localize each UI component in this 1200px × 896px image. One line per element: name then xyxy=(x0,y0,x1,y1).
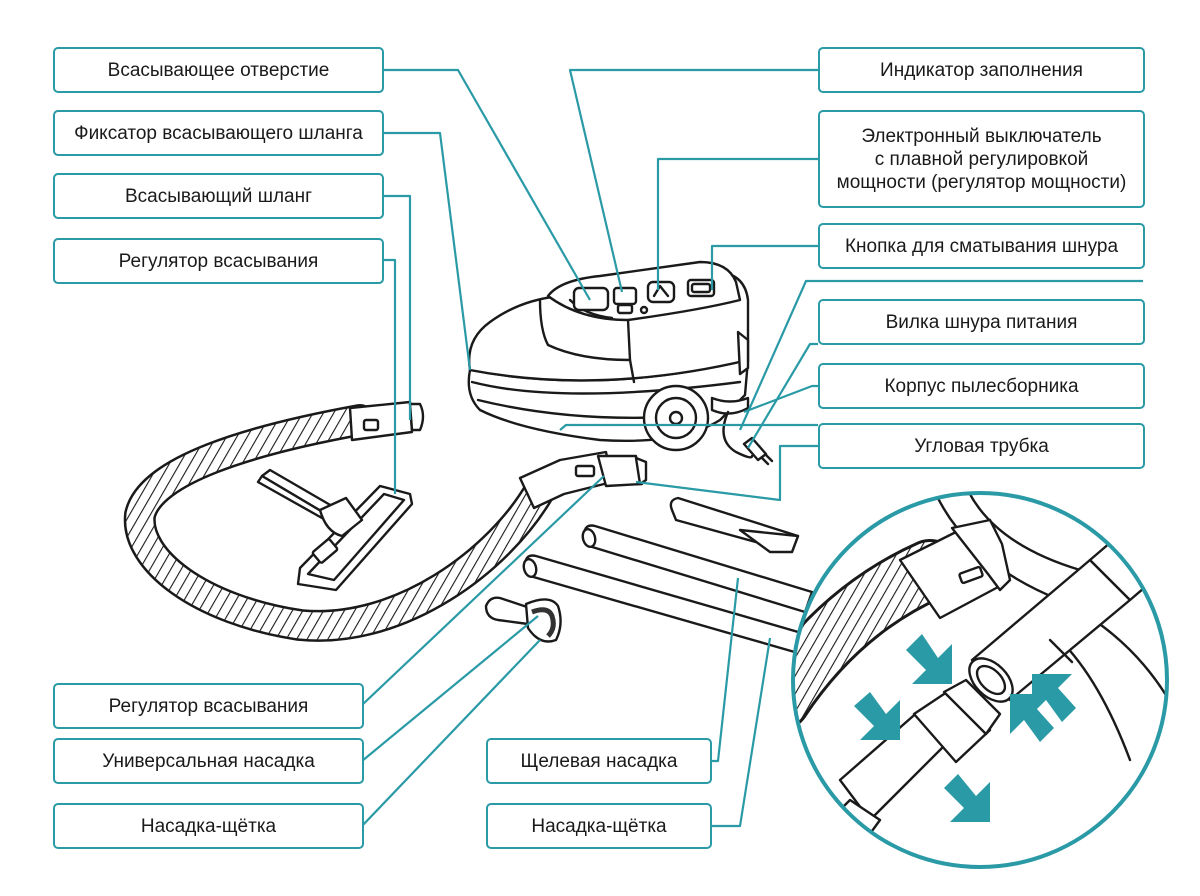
label-power-plug: Вилка шнура питания xyxy=(818,299,1145,345)
label-body: Корпус пылесборника xyxy=(818,363,1145,409)
label-suction-regulator-top: Регулятор всасывания xyxy=(53,238,384,284)
label-suction-hose: Всасывающий шланг xyxy=(53,173,384,219)
label-brush-nozzle-right: Насадка-щётка xyxy=(486,803,712,849)
label-cord-rewind-button: Кнопка для сматывания шнура xyxy=(818,223,1145,269)
crevice-nozzle-drawing xyxy=(669,496,800,554)
label-suction-regulator-bottom: Регулятор всасывания xyxy=(53,683,364,729)
label-suction-opening: Всасывающее отверстие xyxy=(53,47,384,93)
label-hose-lock: Фиксатор всасывающего шланга xyxy=(53,110,384,156)
floor-nozzle-drawing xyxy=(256,468,414,592)
label-crevice-nozzle: Щелевая насадка xyxy=(486,738,712,784)
vacuum-body-drawing xyxy=(467,260,774,466)
label-universal-nozzle: Универсальная насадка xyxy=(53,738,364,784)
label-brush-nozzle-left: Насадка-щётка xyxy=(53,803,364,849)
hose-fittings-drawing xyxy=(348,400,648,510)
suction-hose-drawing xyxy=(123,404,556,642)
small-brush-drawing xyxy=(484,596,562,643)
label-power-switch: Электронный выключатель с плавной регули… xyxy=(818,110,1145,208)
label-angle-tube: Угловая трубка xyxy=(818,423,1145,469)
leader-lines xyxy=(361,68,1143,828)
connection-arrows xyxy=(854,634,1076,822)
label-fill-indicator: Индикатор заполнения xyxy=(818,47,1145,93)
